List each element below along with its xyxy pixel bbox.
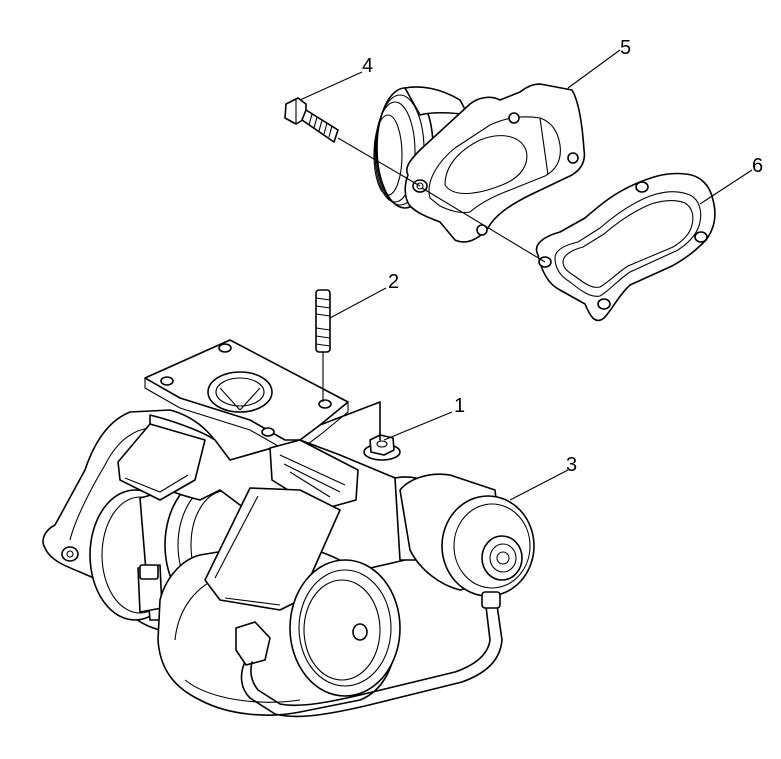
turbocharger <box>42 339 535 718</box>
flange-bolt <box>284 97 339 143</box>
leader-lines <box>299 49 753 501</box>
gasket-axis-line <box>421 187 546 263</box>
leader-line-4 <box>299 71 363 101</box>
leader-line-2 <box>329 287 387 319</box>
outlet-elbow <box>373 83 586 243</box>
leader-line-5 <box>567 49 621 89</box>
callout-5: 5 <box>620 37 632 59</box>
leader-line-3 <box>509 469 569 501</box>
leader-line-1 <box>383 411 453 441</box>
callout-6: 6 <box>752 155 764 177</box>
callout-4: 4 <box>362 55 374 77</box>
gasket <box>535 172 716 322</box>
callout-1: 1 <box>454 395 466 417</box>
callout-2: 2 <box>388 271 400 293</box>
flange-nut <box>363 434 401 461</box>
callout-3: 3 <box>566 454 578 476</box>
stud <box>315 289 331 353</box>
leader-line-6 <box>699 169 753 205</box>
bolt-axis-line <box>337 137 421 187</box>
